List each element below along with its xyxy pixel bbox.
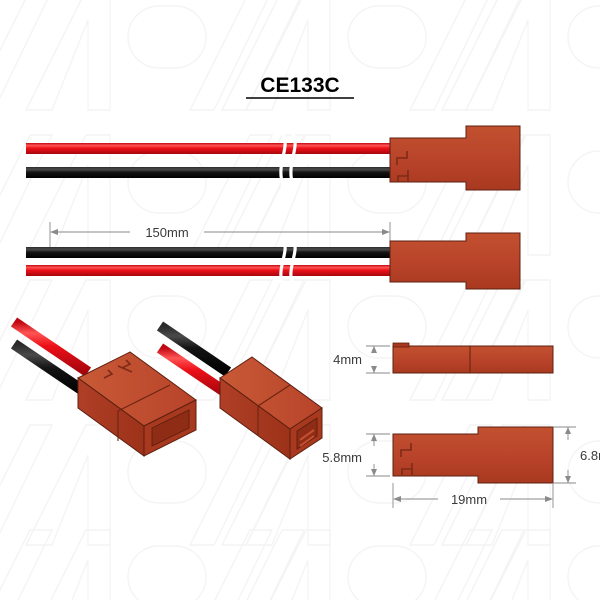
wire-break-symbol [279, 130, 297, 190]
connector-body-2 [389, 232, 521, 290]
pin-markings-1 [396, 151, 409, 182]
dimension-label-19mm: 19mm [451, 492, 487, 507]
iso-left-wire-red [10, 317, 92, 377]
wire-black-bottom-assembly [26, 247, 396, 258]
plan-view-body [392, 345, 554, 374]
dimension-5-8mm: 5.8mm [322, 433, 390, 477]
page-title: CE133C [260, 74, 339, 97]
dimension-label-4mm: 4mm [333, 352, 362, 367]
profile-view-body [392, 426, 554, 484]
dimension-label-150mm: 150mm [145, 225, 188, 240]
iso-left-socket-opening [151, 409, 190, 447]
dimension-label-5-8mm: 5.8mm [322, 450, 362, 465]
iso-right-male-pins [299, 429, 315, 447]
drawing-title: CE133C [246, 74, 354, 99]
connector-body-1 [389, 125, 521, 191]
plan-view-tab [392, 342, 410, 348]
side-view-assembly-1 [26, 125, 521, 191]
dimension-19mm: 19mm [392, 483, 554, 508]
side-view-assembly-2 [26, 232, 521, 292]
profile-view-connector: 5.8mm 6.8mm 19mm [322, 426, 600, 508]
wire-break-symbol-2 [279, 236, 297, 292]
iso-right-wire-black [156, 321, 232, 377]
isometric-connector-right [156, 321, 323, 460]
iso-left-pin-markings [103, 359, 133, 379]
dimension-wire-length: 150mm [49, 222, 391, 248]
profile-view-pin-markings [400, 443, 413, 475]
wire-red-bottom-assembly [26, 265, 396, 276]
plan-view-connector: 4mm [333, 342, 554, 374]
iso-right-wire-red [156, 343, 232, 399]
iso-right-pin-opening [296, 417, 318, 450]
wire-red-top [26, 143, 396, 154]
iso-left-wire-black [10, 339, 92, 399]
wire-black-top [26, 167, 396, 178]
dimension-6-8mm: 6.8mm [553, 426, 600, 484]
dimension-4mm: 4mm [333, 345, 390, 374]
dimension-label-6-8mm: 6.8mm [580, 448, 600, 463]
isometric-connector-left [10, 317, 197, 457]
